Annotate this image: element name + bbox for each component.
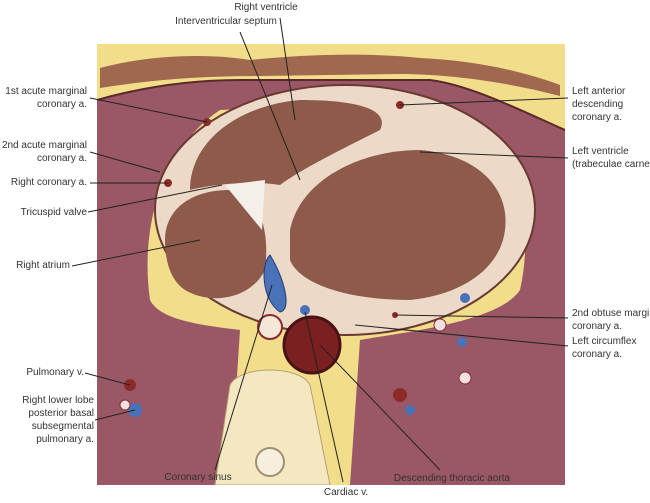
- leader-lines: [71, 17, 569, 483]
- label-interventricular-septum: Interventricular septum: [175, 16, 277, 27]
- vertebra: [214, 369, 331, 485]
- label-right-ventricle: Right ventricle: [234, 2, 298, 13]
- label-line: 2nd obtuse marginal: [572, 308, 650, 319]
- label-line: Left circumflex: [572, 336, 637, 347]
- label-2nd-obtuse-marginal: 2nd obtuse marginal coronary a.: [572, 307, 650, 333]
- label-right-atrium: Right atrium: [16, 260, 70, 271]
- label-coronary-sinus: Coronary sinus: [164, 472, 232, 483]
- label-right-lower-lobe-pulmonary-a: Right lower lobe posterior basal subsegmen…: [22, 394, 94, 446]
- label-line: posterior basal: [28, 408, 94, 419]
- label-line: subsegmental: [31, 421, 94, 432]
- label-right-coronary: Right coronary a.: [10, 177, 87, 188]
- right-atrium-chamber: [165, 190, 267, 299]
- label-line: coronary a.: [572, 349, 623, 360]
- label-line: pulmonary a.: [36, 434, 94, 445]
- label-line: descending: [572, 99, 624, 110]
- label-line: 2nd acute marginal: [1, 140, 87, 151]
- esophagus: [257, 314, 283, 340]
- label-2nd-acute-marginal: 2nd acute marginal coronary a.: [2, 139, 87, 165]
- label-line: coronary a.: [36, 153, 87, 164]
- label-1st-acute-marginal: 1st acute marginal coronary a.: [5, 85, 87, 111]
- label-pulmonary-v: Pulmonary v.: [26, 367, 84, 378]
- label-line: coronary a.: [36, 99, 87, 110]
- tricuspid-valve-leaflet: [225, 180, 265, 230]
- label-line: Right lower lobe: [22, 395, 94, 406]
- label-line: 1st acute marginal: [5, 86, 87, 97]
- label-descending-thoracic-aorta: Descending thoracic aorta: [393, 473, 511, 484]
- chest-wall-muscle: [100, 54, 560, 96]
- label-line: coronary a.: [572, 321, 623, 332]
- coronary-sinus-vessel: [263, 254, 287, 313]
- label-line: Left ventricle: [572, 146, 629, 157]
- label-line: (trabeculae carneae): [572, 159, 650, 170]
- label-left-circumflex: Left circumflex coronary a.: [572, 335, 636, 361]
- label-left-anterior-descending: Left anterior descending coronary a.: [572, 85, 625, 124]
- label-cardiac-v: Cardiac v.: [323, 487, 369, 498]
- left-ventricle-chamber: [290, 150, 506, 300]
- label-line: coronary a.: [572, 112, 623, 123]
- label-tricuspid-valve: Tricuspid valve: [20, 207, 87, 218]
- label-line: Left anterior: [572, 86, 626, 97]
- label-left-ventricle: Left ventricle (trabeculae carneae): [572, 145, 650, 171]
